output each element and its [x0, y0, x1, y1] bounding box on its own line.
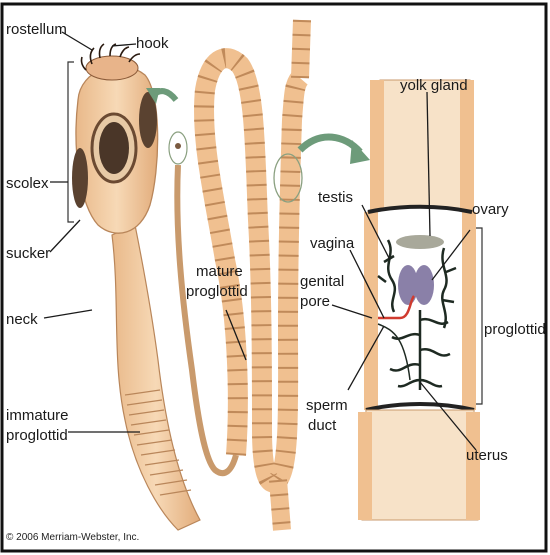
label-genital-line1: genital: [300, 273, 344, 290]
label-proglottid: proglottid: [484, 321, 546, 338]
copyright-text: © 2006 Merriam-Webster, Inc.: [6, 532, 139, 543]
label-immature-line2: proglottid: [6, 427, 68, 444]
sucker-front-inner: [99, 122, 129, 174]
label-rostellum: rostellum: [6, 21, 67, 38]
label-immature-line1: immature: [6, 407, 69, 424]
label-genital-line2: pore: [300, 293, 330, 310]
label-neck: neck: [6, 311, 38, 328]
yolk-gland-shape: [396, 235, 444, 249]
label-sperm-line2: duct: [308, 417, 337, 434]
label-uterus: uterus: [466, 447, 508, 464]
label-vagina: vagina: [310, 235, 355, 252]
lower-segment: [362, 410, 478, 520]
upper-edge-right: [460, 80, 474, 212]
proglottid-edge-right: [462, 212, 476, 410]
proglottid-bracket: [476, 228, 482, 404]
label-sucker: sucker: [6, 245, 50, 262]
proglottid-edge-left: [364, 212, 378, 410]
lower-edge-left: [358, 412, 372, 520]
label-mature-line2: proglottid: [186, 283, 248, 300]
bottom-border-dark: [366, 404, 474, 410]
label-yolk-gland: yolk gland: [400, 77, 468, 94]
zoom-dot: [175, 143, 181, 149]
zoom-arrow-right: [300, 137, 360, 152]
label-scolex: scolex: [6, 175, 49, 192]
scolex-bracket: [68, 62, 74, 222]
upper-edge-left: [370, 80, 384, 212]
label-sperm-line1: sperm: [306, 397, 348, 414]
upper-segment: [376, 80, 470, 212]
label-mature-line1: mature: [196, 263, 243, 280]
label-ovary: ovary: [472, 201, 509, 218]
label-hook: hook: [136, 35, 169, 52]
ovary-shape-right: [414, 265, 434, 305]
lower-edge-right: [466, 412, 480, 520]
label-testis: testis: [318, 189, 353, 206]
sucker-left: [72, 148, 88, 208]
zoom-arrow-right-head: [350, 140, 370, 164]
proglottid-detail: [358, 80, 482, 520]
